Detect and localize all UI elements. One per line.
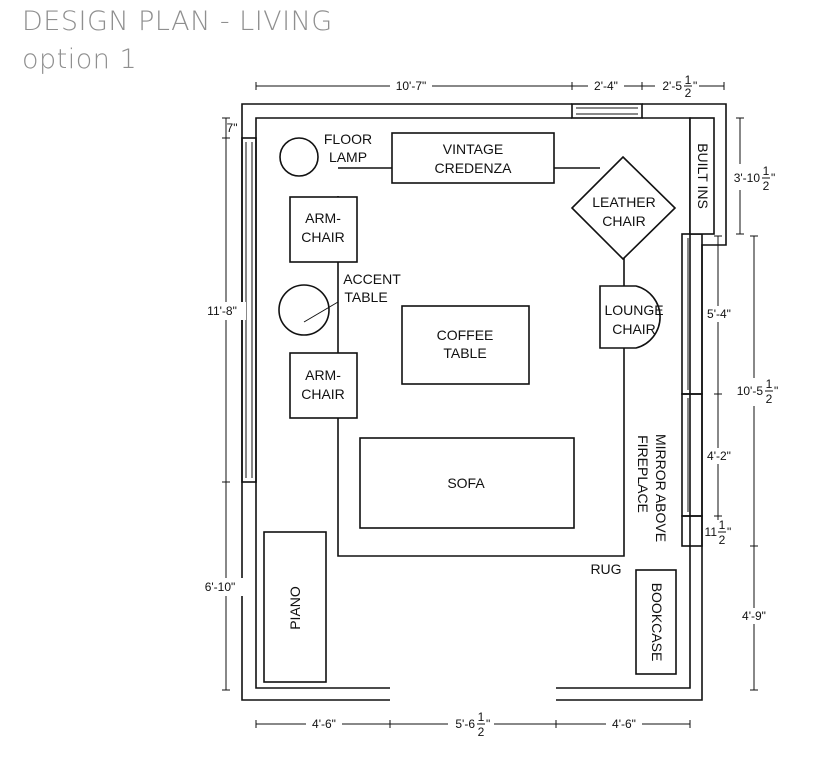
armchair-top-label: CHAIR (301, 229, 345, 245)
mirror-label: MIRROR ABOVE (653, 434, 669, 542)
dim-bottom-mid: 5'-6 (455, 717, 475, 731)
svg-text:": " (727, 525, 731, 539)
rug-label: RUG (590, 561, 621, 577)
right-window-upper (681, 233, 703, 395)
dim-top-right: 2'-5 (662, 79, 682, 93)
fireplace-label: FIREPLACE (635, 435, 651, 513)
svg-text:": " (486, 717, 490, 731)
floor-lamp-label: FLOOR (324, 131, 372, 147)
armchair-bottom (289, 352, 358, 419)
dim-left-bottom: 6'-10" (205, 580, 236, 594)
dim-top-left: 10'-7" (396, 79, 427, 93)
dim-left-mid: 11'-8" (207, 304, 237, 318)
svg-text:1: 1 (719, 518, 726, 532)
credenza-label: VINTAGE (443, 141, 503, 157)
svg-text:1: 1 (685, 73, 692, 87)
lounge-chair-label: LOUNGE (604, 302, 663, 318)
piano-label: PIANO (287, 586, 303, 630)
wall-inner-right (556, 117, 691, 689)
svg-text:2: 2 (478, 725, 485, 739)
lounge-chair-label: CHAIR (612, 321, 656, 337)
coffee-table-label: COFFEE (437, 327, 494, 343)
svg-text:2: 2 (763, 179, 770, 193)
dim-right-54: 5'-4" (707, 307, 731, 321)
wall-outer-right (556, 103, 727, 701)
accent-table-label: TABLE (344, 289, 387, 305)
right-window-lower (681, 393, 703, 517)
leather-chair-label: CHAIR (602, 213, 646, 229)
accent-table-label: ACCENT (343, 271, 401, 287)
sofa (359, 437, 575, 529)
page-subtitle: option 1 (22, 44, 138, 75)
dim-right-42: 4'-2" (707, 449, 731, 463)
dim-bottom-left: 4'-6" (312, 717, 336, 731)
armchair-top-label: ARM- (305, 210, 341, 226)
dim-right-11: 11 (705, 525, 718, 539)
built-ins-label: BUILT INS (695, 143, 711, 209)
floor-lamp (279, 137, 319, 177)
accent-table (278, 284, 330, 336)
dim-left-top: 7" (227, 121, 238, 135)
armchair-bottom-label: ARM- (305, 367, 341, 383)
lounge-chair (599, 285, 661, 349)
sofa-label: SOFA (447, 475, 485, 491)
svg-text:1: 1 (478, 710, 485, 724)
fireplace (681, 515, 703, 547)
coffee-table (401, 305, 530, 385)
leather-chair (570, 155, 677, 261)
dim-right-105: 10'-5 (737, 384, 764, 398)
top-window (571, 103, 643, 119)
leather-chair-label: LEATHER (592, 194, 656, 210)
vintage-credenza (391, 132, 555, 184)
svg-text:2: 2 (685, 86, 692, 100)
svg-text:1: 1 (763, 164, 770, 178)
bookcase (635, 569, 677, 675)
svg-text:": " (771, 171, 775, 185)
dim-right-built: 3'-10 (734, 171, 761, 185)
svg-text:1: 1 (766, 377, 773, 391)
dim-right-49: 4'-9" (742, 609, 766, 623)
svg-text:": " (693, 79, 697, 93)
piano (263, 531, 327, 683)
credenza-label: CREDENZA (434, 160, 512, 176)
svg-text:2: 2 (766, 392, 773, 406)
dim-bottom-right: 4'-6" (612, 717, 636, 731)
armchair-bottom-label: CHAIR (301, 386, 345, 402)
bookcase-label: BOOKCASE (649, 583, 665, 662)
svg-text:": " (774, 384, 778, 398)
armchair-top (289, 196, 358, 263)
built-ins (689, 117, 715, 235)
page-title: DESIGN PLAN - LIVING (22, 6, 333, 37)
coffee-table-label: TABLE (443, 345, 486, 361)
accent-table-leader (303, 301, 339, 323)
dim-top-mid: 2'-4" (594, 79, 618, 93)
floor-lamp-label: LAMP (329, 149, 367, 165)
svg-text:2: 2 (719, 533, 726, 547)
